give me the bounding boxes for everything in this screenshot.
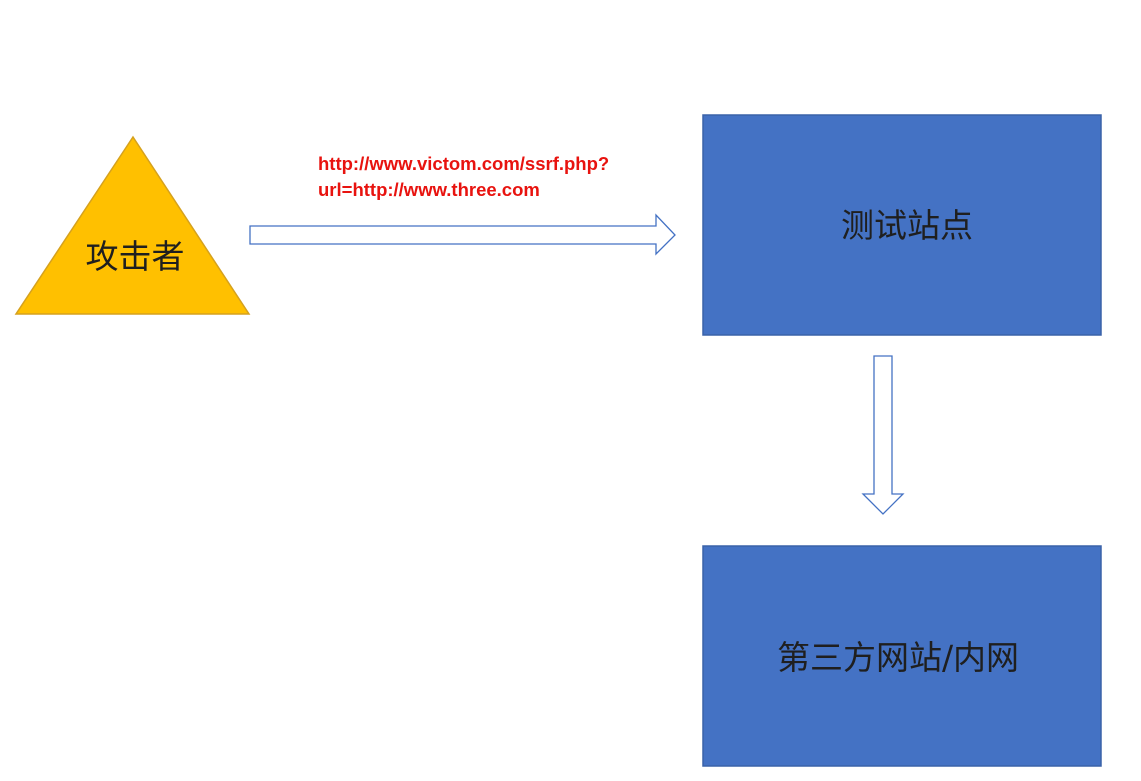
third-party-label: 第三方网站/内网 xyxy=(777,638,1019,677)
third-party-box xyxy=(702,545,1102,767)
test-site-box xyxy=(702,114,1102,336)
arrow-attacker-to-test-site xyxy=(249,213,676,256)
attacker-label: 攻击者 xyxy=(86,237,185,276)
attacker-triangle xyxy=(14,135,251,315)
request-url-line-1: http://www.victom.com/ssrf.php? xyxy=(318,153,609,174)
request-url-line-2: url=http://www.three.com xyxy=(318,179,540,200)
test-site-node: 测试站点 xyxy=(702,114,1102,336)
arrow-test-site-to-third-party xyxy=(861,355,905,515)
request-url-label: http://www.victom.com/ssrf.php? url=http… xyxy=(318,153,609,200)
test-site-label: 测试站点 xyxy=(841,206,973,245)
third-party-node: 第三方网站/内网 xyxy=(702,545,1102,767)
attacker-node: 攻击者 xyxy=(14,135,251,315)
